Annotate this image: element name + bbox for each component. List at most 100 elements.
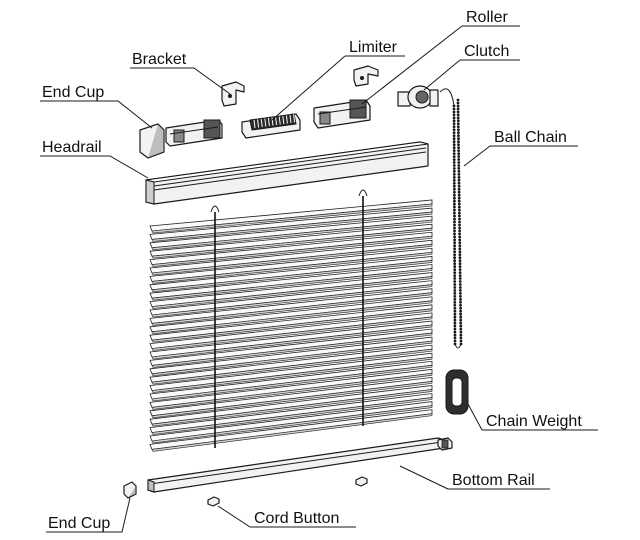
chain-bead — [456, 101, 460, 105]
chain-bead — [458, 223, 461, 227]
ball-chain — [439, 88, 463, 349]
label-chain-weight: Chain Weight — [486, 413, 582, 430]
slat-edge — [151, 381, 433, 419]
chain-bead — [453, 336, 457, 340]
chain-bead — [453, 268, 457, 271]
chain-bead — [458, 220, 461, 224]
chain-bead — [452, 140, 456, 144]
slat-edge — [151, 235, 433, 267]
label-clutch: Clutch — [464, 43, 509, 60]
chain-bead — [458, 247, 462, 251]
chain-bead — [453, 324, 457, 328]
slat-edge — [151, 332, 433, 368]
leader-lines — [40, 25, 598, 533]
chain-bead — [453, 256, 456, 260]
chain-bead — [457, 178, 461, 182]
slat-edge — [151, 300, 433, 335]
limiter-tooth — [267, 117, 270, 127]
chain-bead — [453, 187, 456, 191]
chain-bead — [459, 295, 462, 298]
chain-bead — [453, 193, 456, 197]
chain-bead — [456, 107, 460, 111]
chain-bead — [458, 280, 462, 283]
roller-part — [313, 99, 371, 129]
chain-bead — [458, 289, 462, 292]
end-cup-top-part — [139, 123, 165, 159]
limiter-tooth — [260, 118, 263, 128]
chain-bead — [452, 170, 456, 173]
chain-bead — [456, 119, 460, 123]
chain-bead — [452, 137, 456, 141]
chain-bead — [453, 214, 456, 218]
limiter-tooth — [275, 116, 278, 126]
ladder-loop-right — [358, 189, 368, 197]
chain-bead — [459, 292, 462, 295]
chain-bead — [456, 116, 460, 120]
limiter-tooth — [293, 114, 296, 123]
label-end-cup-top: End Cup — [42, 84, 104, 101]
chain-bead — [453, 330, 457, 334]
chain-bead — [458, 271, 462, 274]
chain-bead — [452, 116, 456, 120]
slat-edge — [151, 324, 433, 360]
chain-bead — [457, 128, 460, 132]
chain-bead — [458, 229, 461, 233]
slat-edge — [151, 227, 433, 259]
chain-bead — [457, 167, 461, 170]
chain-bead — [453, 312, 457, 316]
chain-bead — [452, 131, 456, 135]
chain-bead — [458, 268, 462, 271]
chain-bead — [453, 321, 457, 325]
chain-bead — [459, 336, 463, 340]
slat-edge — [151, 292, 433, 326]
chain-bead — [458, 250, 462, 254]
chain-weight-part — [445, 369, 469, 415]
chain-bead — [453, 217, 456, 221]
bracket-part-2 — [353, 65, 379, 87]
chain-bead — [459, 306, 462, 310]
chain-bead — [452, 179, 456, 182]
chain-bead — [457, 137, 460, 141]
slat-edge — [151, 308, 433, 343]
slat-edge — [151, 340, 433, 377]
chain-bead — [452, 110, 456, 114]
chain-bead — [459, 339, 463, 343]
chain-bead — [456, 125, 460, 129]
chain-bead — [453, 223, 456, 227]
chain-bead — [459, 303, 462, 307]
chain-bead — [458, 274, 462, 277]
chain-bead — [453, 235, 456, 239]
slat-edge — [151, 276, 433, 309]
clutch-part — [397, 85, 439, 109]
chain-bead — [452, 149, 456, 153]
chain-bead — [458, 235, 462, 239]
chain-bead — [457, 176, 461, 179]
chain-bead — [457, 184, 461, 188]
chain-bead — [457, 140, 460, 144]
chain-bead — [452, 125, 456, 129]
chain-bead — [453, 211, 456, 215]
slat-edge — [151, 260, 433, 293]
chain-bead — [458, 253, 462, 257]
chain-bead — [453, 262, 457, 266]
label-headrail: Headrail — [42, 139, 102, 156]
chain-bead — [457, 155, 461, 158]
chain-bead — [457, 199, 461, 203]
chain-bead — [452, 134, 456, 138]
chain-bead — [453, 196, 456, 200]
chain-bead — [459, 327, 463, 331]
chain-bead — [453, 247, 456, 251]
chain-bead — [453, 318, 457, 322]
chain-bead — [453, 298, 457, 301]
chain-bead — [458, 256, 462, 260]
chain-bead — [458, 226, 461, 230]
chain-bead — [459, 333, 463, 337]
chain-bead — [453, 333, 457, 337]
chain-bead — [457, 170, 461, 173]
chain-bead — [458, 211, 461, 215]
chain-bead — [453, 208, 456, 212]
chain-bead — [457, 161, 461, 164]
chain-bead — [453, 220, 456, 224]
chain-bead — [453, 271, 457, 274]
chain-bead — [452, 158, 456, 162]
